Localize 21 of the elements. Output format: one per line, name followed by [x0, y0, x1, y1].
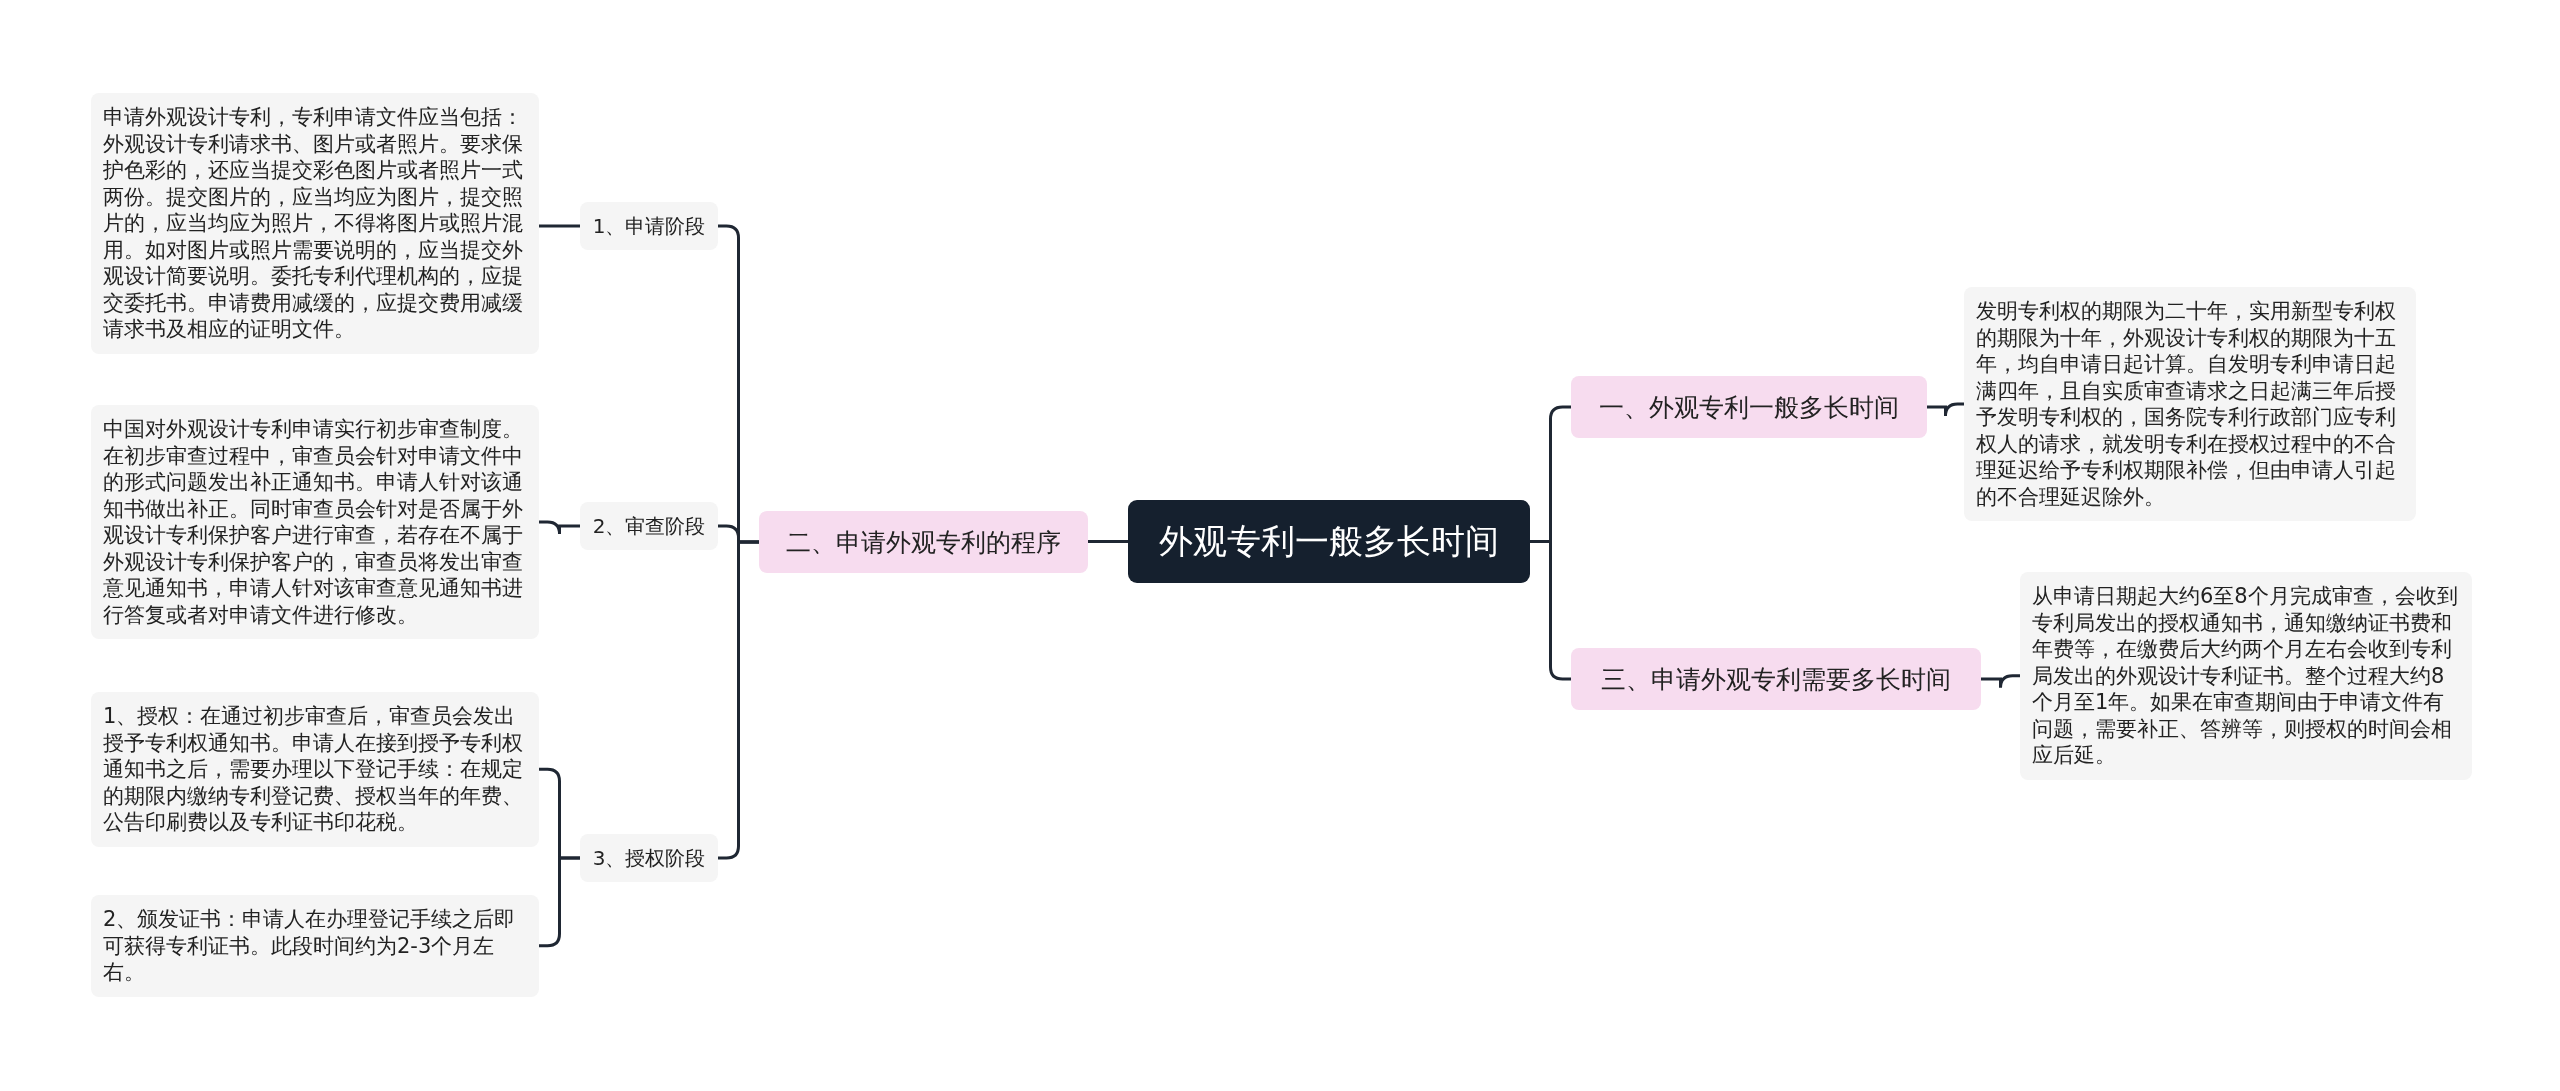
- text-note: 2、颁发证书：申请人在办理登记手续之后即可获得专利证书。此段时间约为2-3个月左右。: [91, 895, 539, 997]
- connector-line: [1927, 402, 1964, 418]
- text-note: 发明专利权的期限为二十年，实用新型专利权的期限为十年，外观设计专利权的期限为十五年，均自申请日起计算。自发明专利申请日起满四年，且自实质审查请求之日起满三年后授予发明专利权的，国务院专利行政部门应专利权人的请求，就发明专利在授权过程中的不合理延迟给予专利权期限补偿，但由申请人引起的不合理延迟除外。: [1964, 287, 2416, 521]
- connector-line: [539, 856, 580, 948]
- topic-box: 二、申请外观专利的程序: [759, 511, 1088, 573]
- subtopic-box: 3、授权阶段: [580, 834, 718, 882]
- text-note: 申请外观设计专利，专利申请文件应当包括：外观设计专利请求书、图片或者照片。要求保护色彩的，还应当提交彩色图片或者照片一式两份。提交图片的，应当均应为图片，提交照片的，应当均应为照片，不得将图片或照片混用。如对图片或照片需要说明的，应当提交外观设计简要说明。委托专利代理机构的，应提交委托书。申请费用减缓的，应提交费用减缓请求书及相应的证明文件。: [91, 93, 539, 354]
- text-note: 1、授权：在通过初步审查后，审查员会发出授予专利权通知书。申请人在接到授予专利权通知书之后，需要办理以下登记手续：在规定的期限内缴纳专利登记费、授权当年的年费、公告印刷费以及专利证书印花税。: [91, 692, 539, 847]
- topic-box: 三、申请外观专利需要多长时间: [1571, 648, 1981, 710]
- subtopic-box: 1、申请阶段: [580, 202, 718, 250]
- connector-line: [1530, 540, 1571, 681]
- text-note: 从申请日期起大约6至8个月完成审查，会收到专利局发出的授权通知书，通知缴纳证书费和年费等，在缴费后大约两个月左右会收到专利局发出的外观设计专利证书。整个过程大约8个月至1年。如果在审查期间由于申请文件有问题，需要补正、答辨等，则授权的时间会相应后延。: [2020, 572, 2472, 780]
- central-topic: 外观专利一般多长时间: [1128, 500, 1530, 583]
- connector-line: [718, 540, 759, 860]
- connector-line: [539, 224, 580, 228]
- topic-box: 一、外观专利一般多长时间: [1571, 376, 1927, 438]
- connector-line: [539, 520, 580, 536]
- text-note: 中国对外观设计专利申请实行初步审查制度。在初步审查过程中，审查员会针对申请文件中的形式问题发出补正通知书。申请人针对该通知书做出补正。同时审查员会针对是否属于外观设计专利保护客户进行审查，若存在不属于外观设计专利保护客户的，审查员将发出审查意见通知书，申请人针对该审查意见通知书进行答复或者对申请文件进行修改。: [91, 405, 539, 639]
- subtopic-box: 2、审查阶段: [580, 502, 718, 550]
- connector-line: [1981, 674, 2020, 690]
- connector-line: [1088, 540, 1128, 543]
